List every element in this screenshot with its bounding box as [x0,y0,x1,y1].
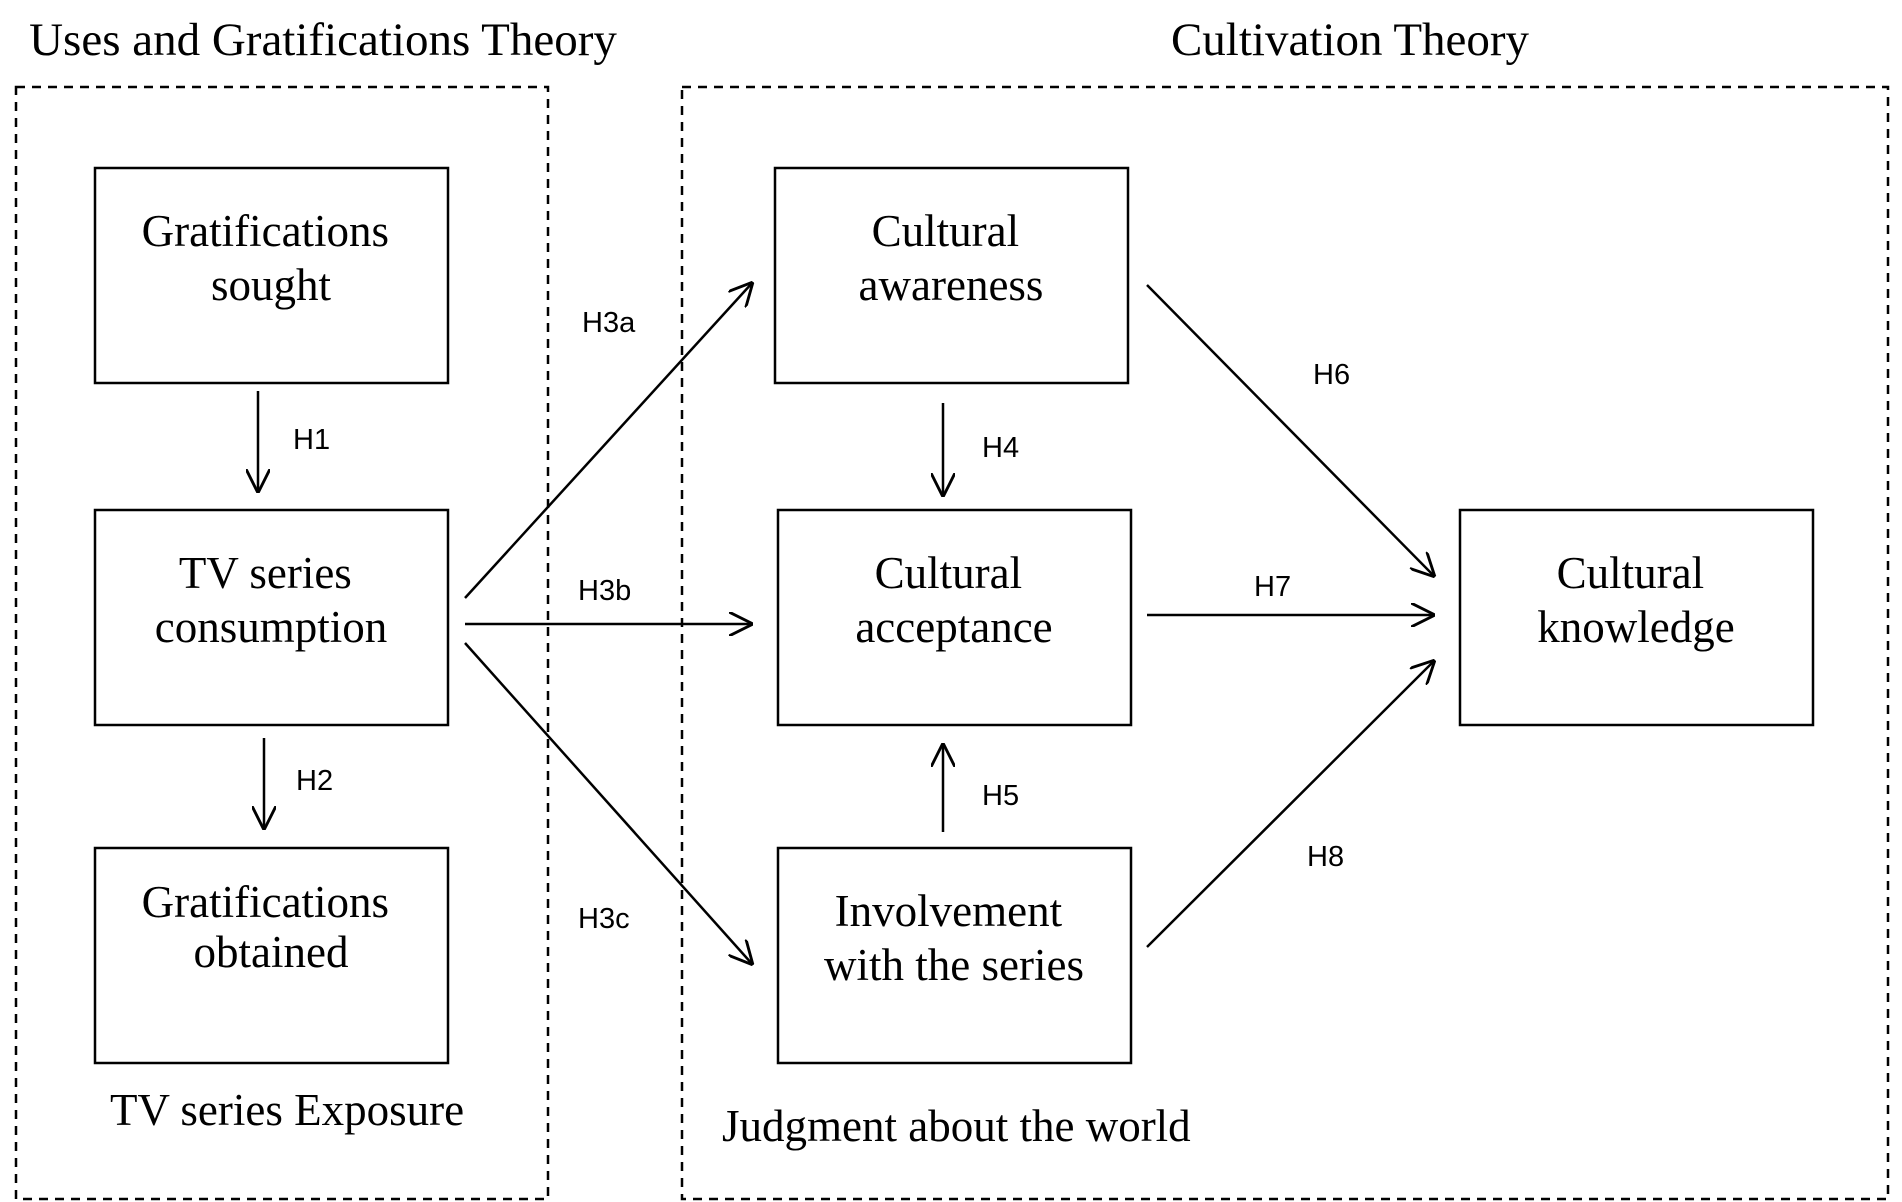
node-label-line: sought [211,260,332,310]
node-label: Cultural knowledge [1537,548,1734,652]
node-label-line: acceptance [855,602,1052,652]
node-label: Involvement with the series [824,886,1084,990]
edge-label-h6: H6 [1313,359,1350,391]
edge-h3a [464,282,753,599]
node-cultural-knowledge: Cultural knowledge [1458,508,1815,727]
node-box [776,846,1133,1065]
node-label-line: consumption [155,602,388,652]
node-label-line: Gratifications [142,877,389,927]
edge-h6 [1146,284,1435,577]
group-heading-ct: Cultivation Theory [1171,14,1530,66]
edges [258,282,1435,965]
node-label-line: Cultural [1557,548,1704,598]
node-involvement-with-the-series: Involvement with the series [776,846,1133,1065]
node-box [776,508,1133,727]
edge-label-h3c: H3c [578,903,630,935]
node-label-line: Cultural [875,548,1022,598]
edge-label-h3b: H3b [578,575,631,607]
node-label-line: Cultural [872,206,1019,256]
group-caption-ct: Judgment about the world [722,1101,1191,1151]
node-label: Gratifications sought [142,206,401,310]
group-caption-ug: TV series Exposure [110,1085,464,1135]
node-box [1458,508,1815,727]
edge-labels: H1 H2 H3a H3b H3c H4 H5 H6 H7 H8 [293,307,1350,935]
node-label: Cultural awareness [859,206,1044,310]
node-label-line: TV series [179,548,352,598]
edge-label-h1: H1 [293,424,330,456]
edge-label-h5: H5 [982,780,1019,812]
edge-label-h8: H8 [1307,841,1344,873]
node-box [773,166,1130,385]
node-label-line: awareness [859,260,1044,310]
node-box [93,846,450,1065]
group-heading-ug: Uses and Gratifications Theory [29,14,617,66]
node-tv-series-consumption: TV series consumption [93,508,450,727]
node-gratifications-sought: Gratifications sought [93,166,450,385]
node-cultural-awareness: Cultural awareness [773,166,1130,385]
node-box [93,166,450,385]
node-gratifications-obtained: Gratifications obtained [93,846,450,1065]
edge-label-h4: H4 [982,432,1019,464]
edge-label-h2: H2 [296,765,333,797]
node-label: Gratifications obtained [142,877,401,977]
node-label: Cultural acceptance [855,548,1052,652]
node-box [93,508,450,727]
group-frame-ct [680,85,1890,1201]
edge-label-h3a: H3a [582,307,636,339]
node-cultural-acceptance: Cultural acceptance [776,508,1133,727]
node-label-line: knowledge [1537,602,1734,652]
node-label-line: Gratifications [142,206,389,256]
edge-h3c [464,642,753,965]
node-label-line: Involvement [835,886,1063,936]
edge-h8 [1146,660,1435,948]
node-label-line: obtained [194,927,349,977]
edge-label-h7: H7 [1254,571,1291,603]
group-frame-ug [14,85,550,1201]
node-label: TV series consumption [155,548,388,652]
node-label-line: with the series [824,940,1084,990]
